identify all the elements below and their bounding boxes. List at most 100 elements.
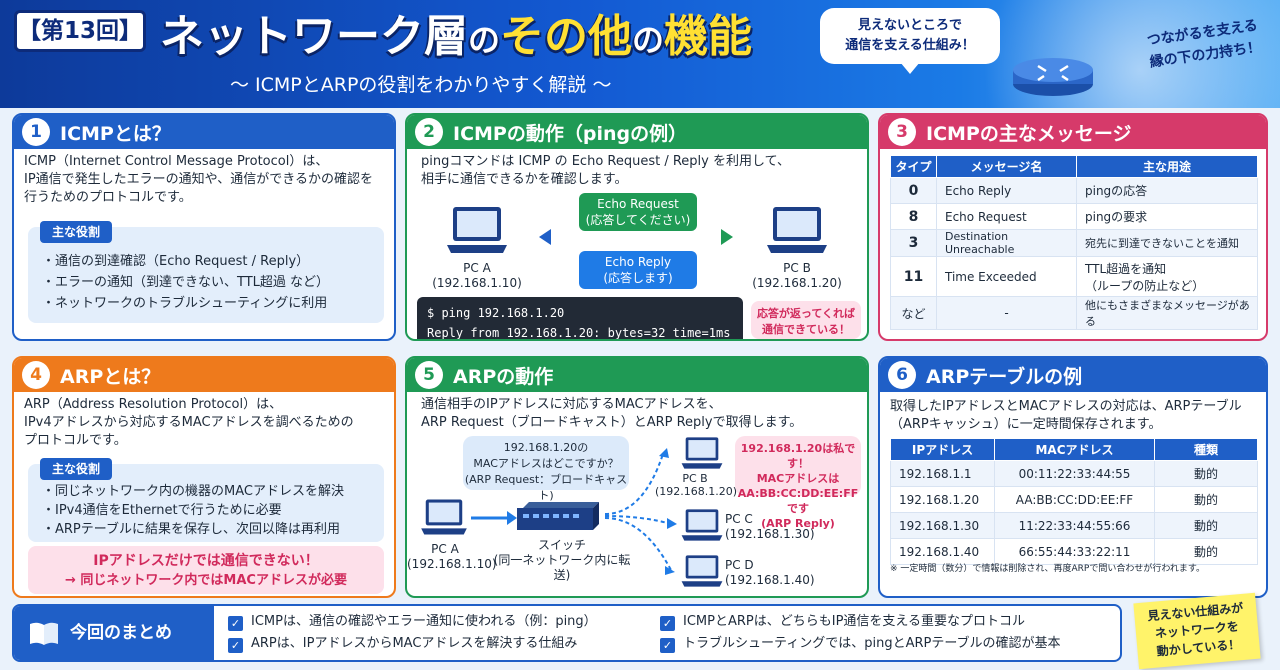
title-particle: の bbox=[468, 21, 501, 59]
desc-line: IPv4アドレスから対応するMACアドレスを調べるための bbox=[24, 415, 354, 430]
desc-line: （ARPキャッシュ）に一定時間保存されます。 bbox=[890, 417, 1162, 432]
terminal-output: $ ping 192.168.1.20 Reply from 192.168.1… bbox=[417, 297, 743, 339]
desc-line: pingコマンドは ICMP の Echo Request / Reply を利… bbox=[421, 154, 790, 169]
laptop-icon-pc-a bbox=[447, 207, 507, 253]
table-cell: 8 bbox=[890, 203, 937, 230]
desc-line: ICMP（Internet Control Message Protocol）は… bbox=[24, 154, 329, 169]
caption-line: (192.168.1.20) bbox=[752, 276, 842, 290]
caption-line: PC A bbox=[431, 542, 459, 556]
desc-line: 取得したIPアドレスとMACアドレスの対応は、ARPテーブル bbox=[890, 399, 1242, 414]
table-cell: TTL超過を通知 （ループの防止など） bbox=[1076, 256, 1258, 297]
sticky-note: 見えない仕組みが ネットワークを 動かしている！ bbox=[1133, 592, 1261, 670]
icmp-description: ICMP（Internet Control Message Protocol）は… bbox=[24, 153, 390, 207]
caption-line: (192.168.1.40) bbox=[725, 573, 815, 587]
roles-box: 主な役割 ・同じネットワーク内の機器のMACアドレスを解決 ・IPv4通信をEt… bbox=[28, 458, 384, 542]
pc-a-caption: PC A (192.168.1.10) bbox=[407, 542, 497, 572]
table-cell: 66:55:44:33:22:11 bbox=[994, 538, 1155, 565]
table-row: 192.168.1.30 11:22:33:44:55:66 動的 bbox=[890, 512, 1258, 539]
summary-bar: 今回のまとめ ✓ ICMPは、通信の確認やエラー通知に使われる（例：ping） ✓… bbox=[12, 604, 1122, 662]
table-row: 3 Destination Unreachable 宛先に到達できないことを通知 bbox=[890, 229, 1258, 257]
table-cell: 動的 bbox=[1154, 460, 1258, 487]
roles-list: ・同じネットワーク内の機器のMACアドレスを解決 ・IPv4通信をEtherne… bbox=[42, 482, 344, 539]
bubble-line-1: 見えないところで bbox=[857, 18, 962, 33]
role-item: ・通信の到達確認（Echo Request / Reply） bbox=[42, 254, 310, 269]
section-number: 2 bbox=[415, 118, 443, 146]
arp-reply-bubble: 192.168.1.20は私です！ MACアドレスは AA:BB:CC:DD:E… bbox=[735, 436, 861, 530]
bidirectional-arrow-icon bbox=[539, 229, 733, 245]
table-cell: 192.168.1.40 bbox=[890, 538, 995, 565]
episode-badge: 【第13回】 bbox=[14, 10, 146, 52]
section-title: ARPの動作 bbox=[453, 365, 554, 388]
arp-table-description: 取得したIPアドレスとMACアドレスの対応は、ARPテーブル （ARPキャッシュ… bbox=[890, 398, 1260, 434]
pill-line: (応答します) bbox=[603, 271, 673, 285]
summary-item: ✓トラブルシューティングでは、pingとARPテーブルの確認が基本 bbox=[660, 634, 1061, 654]
title-part-function: 機能 bbox=[664, 11, 753, 62]
table-cell: 11:22:33:44:55:66 bbox=[994, 512, 1155, 539]
caption-line: (192.168.1.10) bbox=[407, 557, 497, 571]
header-glow bbox=[960, 0, 1280, 108]
summary-item-text: トラブルシューティングでは、pingとARPテーブルの確認が基本 bbox=[683, 636, 1061, 651]
table-cell: 192.168.1.1 bbox=[890, 460, 995, 487]
checkbox-icon: ✓ bbox=[228, 616, 243, 631]
note-line: 通信できている！ bbox=[762, 323, 850, 336]
laptop-icon-pc-d bbox=[681, 555, 723, 587]
table-row: 0 Echo Reply pingの応答 bbox=[890, 177, 1258, 204]
section-number: 1 bbox=[22, 118, 50, 146]
role-item: ・エラーの通知（到達できない、TTL超過 など） bbox=[42, 275, 330, 290]
bubble-line: 192.168.1.20の bbox=[503, 441, 589, 454]
table-cell: Destination Unreachable bbox=[936, 229, 1077, 257]
caption-line: (192.168.1.30) bbox=[725, 527, 815, 541]
bubble-line: AA:BB:CC:DD:EE:FFです bbox=[737, 487, 859, 515]
table-cell: 宛先に到達できないことを通知 bbox=[1076, 229, 1258, 257]
table-cell: pingの要求 bbox=[1076, 203, 1258, 230]
table-row: 11 Time Exceeded TTL超過を通知 （ループの防止など） bbox=[890, 256, 1258, 297]
title-part-network: ネットワーク層 bbox=[160, 11, 468, 62]
pc-a-caption: PC A (192.168.1.10) bbox=[427, 261, 527, 291]
section-number: 5 bbox=[415, 361, 443, 389]
panel-icmp-ping: 2 ICMPの動作（pingの例） pingコマンドは ICMP の Echo … bbox=[405, 113, 869, 341]
bubble-line: (ARP Request：ブロードキャスト) bbox=[464, 473, 628, 502]
pill-line: Echo Request bbox=[597, 197, 679, 211]
laptop-icon-pc-a bbox=[421, 499, 467, 535]
column-header: IPアドレス bbox=[890, 438, 995, 461]
arp-description: ARP（Address Resolution Protocol）は、 IPv4ア… bbox=[24, 396, 390, 450]
panel-header: 1 ICMPとは？ bbox=[14, 115, 394, 149]
caption-line: PC B bbox=[783, 261, 811, 275]
bubble-line-2: 通信を支える仕組み！ bbox=[845, 38, 975, 53]
switch-icon bbox=[517, 502, 599, 530]
panel-header: 4 ARPとは？ bbox=[14, 358, 394, 392]
table-cell: Echo Request bbox=[936, 203, 1077, 230]
panel-arp-table: 6 ARPテーブルの例 取得したIPアドレスとMACアドレスの対応は、ARPテー… bbox=[878, 356, 1268, 598]
summary-item-text: ICMPは、通信の確認やエラー通知に使われる（例：ping） bbox=[251, 614, 597, 629]
table-header-row: IPアドレス MACアドレス 種類 bbox=[890, 438, 1258, 461]
table-cell: 動的 bbox=[1154, 512, 1258, 539]
table-cell: 動的 bbox=[1154, 538, 1258, 565]
warning-line: → 同じネットワーク内ではMACアドレスが必要 bbox=[65, 573, 347, 588]
desc-line: ARP Request（ブロードキャスト）とARP Replyで取得します。 bbox=[421, 415, 803, 430]
role-item: ・ネットワークのトラブルシューティングに利用 bbox=[42, 296, 328, 311]
roles-label: 主な役割 bbox=[40, 458, 113, 480]
table-cell: 3 bbox=[890, 229, 937, 257]
arp-cache-table: IPアドレス MACアドレス 種類 192.168.1.1 00:11:22:3… bbox=[890, 438, 1258, 565]
echo-reply-label: Echo Reply (応答します) bbox=[579, 251, 697, 289]
table-header-row: タイプ メッセージ名 主な用途 bbox=[890, 155, 1258, 178]
table-cell: 192.168.1.20 bbox=[890, 486, 995, 513]
table-cell: Echo Reply bbox=[936, 177, 1077, 204]
role-item: ・ARPテーブルに結果を保存し、次回以降は再利用 bbox=[42, 522, 340, 537]
desc-line: 相手に通信できるかを確認します。 bbox=[421, 172, 628, 187]
summary-title: 今回のまとめ bbox=[70, 623, 172, 643]
ping-description: pingコマンドは ICMP の Echo Request / Reply を利… bbox=[421, 153, 861, 189]
role-item: ・同じネットワーク内の機器のMACアドレスを解決 bbox=[42, 484, 344, 499]
table-cell: 00:11:22:33:44:55 bbox=[994, 460, 1155, 487]
arp-request-bubble: 192.168.1.20の MACアドレスはどこですか？ (ARP Reques… bbox=[463, 436, 629, 502]
desc-line: IP通信で発生したエラーの通知や、通信ができるかの確認を bbox=[24, 172, 374, 187]
table-cell: 11 bbox=[890, 256, 937, 297]
arp-warning-box: IPアドレスだけでは通信できない！ → 同じネットワーク内ではMACアドレスが必… bbox=[28, 546, 384, 594]
section-title: ARPとは？ bbox=[60, 365, 161, 388]
desc-line: 行うためのプロトコルです。 bbox=[24, 190, 192, 205]
broadcast-arrows-icon bbox=[604, 448, 677, 575]
arp-table-footnote: ※ 一定時間（数分）で情報は削除され、再度ARPで問い合わせが行われます。 bbox=[890, 564, 1205, 574]
column-header: 主な用途 bbox=[1076, 155, 1258, 178]
table-row: 192.168.1.1 00:11:22:33:44:55 動的 bbox=[890, 460, 1258, 487]
caption-line: PC C bbox=[725, 512, 753, 526]
